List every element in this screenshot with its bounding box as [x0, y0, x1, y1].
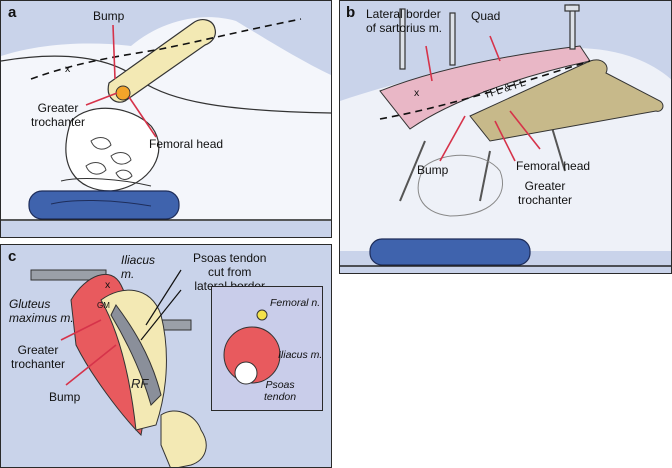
label-quad: Quad	[471, 9, 501, 23]
panel-c: c Iliacus m. Psoas tendon cut from later…	[0, 244, 332, 468]
label-iliacus: Iliacus m.	[121, 253, 156, 281]
panel-b: b Lateral border of sartorius m. Quad TF…	[339, 0, 672, 274]
label-sartorius: Lateral border of sartorius m.	[366, 7, 443, 35]
label-bump: Bump	[49, 390, 81, 404]
label-greater-trochanter: Greater trochanter	[31, 101, 86, 129]
panel-a-letter: a	[8, 4, 17, 21]
label-greater-trochanter: Greater trochanter	[518, 179, 573, 207]
label-psoas-tendon: Psoas tendon	[264, 379, 297, 403]
mark-x: x	[414, 87, 420, 99]
panel-b-letter: b	[346, 4, 356, 21]
panel-a: a Bump Greater trochanter Femoral head x	[0, 0, 332, 238]
label-gm: GM	[97, 301, 110, 310]
label-greater-trochanter: Greater trochanter	[11, 343, 66, 371]
label-iliacus-m: Iliacus m.	[278, 349, 323, 361]
label-rf: RF	[131, 376, 149, 391]
mark-x: x	[65, 63, 71, 75]
label-femoral-head: Femoral head	[516, 159, 591, 173]
mark-x: x	[105, 279, 111, 291]
cross-section-illustration	[223, 309, 281, 385]
label-femoral-head: Femoral head	[149, 137, 224, 151]
panel-c-illustration	[30, 269, 207, 467]
panel-c-letter: c	[8, 248, 17, 265]
label-femoral-n: Femoral n.	[270, 297, 321, 309]
cross-section-inset: Femoral n. Iliacus m. Psoas tendon	[211, 286, 323, 411]
label-bump: Bump	[417, 163, 449, 177]
label-gluteus: Gluteus maximus m.	[9, 297, 74, 325]
panel-a-illustration	[1, 17, 331, 221]
panel-b-illustration	[340, 4, 671, 267]
label-bump: Bump	[93, 9, 125, 23]
